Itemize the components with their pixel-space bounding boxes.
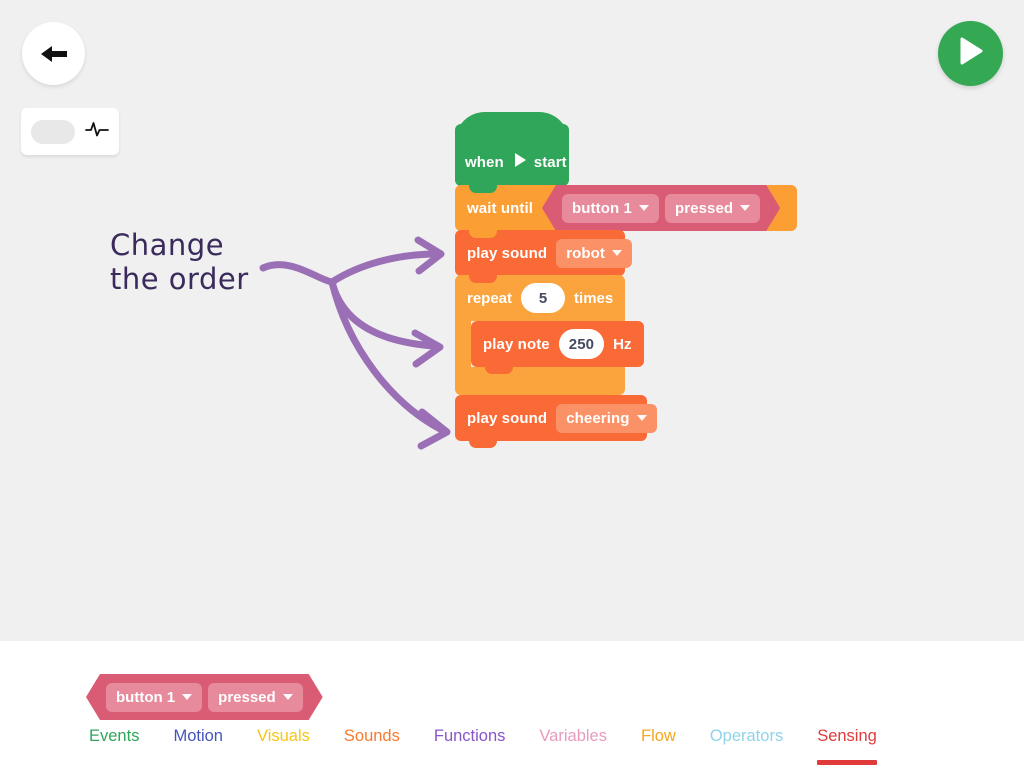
dropdown-value: pressed [218, 688, 276, 706]
block-notch [469, 180, 497, 193]
block-wait-until[interactable]: wait until button 1 pressed [455, 185, 797, 238]
tab-label: Functions [433, 727, 506, 745]
block-label: when [465, 153, 504, 171]
tab-sensing[interactable]: Sensing [800, 727, 894, 765]
tab-visuals[interactable]: Visuals [240, 727, 327, 746]
block-label: wait until [467, 199, 533, 217]
tab-variables[interactable]: Variables [522, 727, 624, 746]
block-when-start[interactable]: when start [455, 112, 569, 193]
block-label-after: times [574, 289, 614, 307]
block-label: repeat [467, 289, 513, 307]
boolean-reporter-button-pressed[interactable]: button 1 pressed [542, 185, 780, 231]
chevron-down-icon [740, 205, 750, 211]
block-repeat-arm: play note 250 Hz [455, 321, 644, 374]
pulse-icon [85, 119, 109, 144]
tab-underline [817, 760, 877, 765]
block-repeat[interactable]: repeat 5 times play note 250 Hz [455, 275, 644, 402]
sensor-toggle-switch[interactable] [31, 119, 75, 144]
palette-boolean-button-pressed[interactable]: button 1 pressed [86, 674, 323, 720]
tab-events[interactable]: Events [72, 727, 156, 746]
dropdown-value: robot [566, 244, 606, 262]
block-notch [469, 270, 497, 283]
dropdown-value: cheering [566, 409, 630, 427]
dropdown-sound[interactable]: cheering [556, 403, 657, 433]
dropdown-value: button 1 [116, 688, 176, 706]
tab-functions[interactable]: Functions [417, 727, 523, 746]
play-icon [958, 36, 984, 71]
dropdown-sound[interactable]: robot [556, 238, 633, 268]
tab-motion[interactable]: Motion [156, 727, 240, 746]
block-label-secondary: start [533, 153, 567, 171]
block-repeat-header[interactable]: repeat 5 times [455, 275, 625, 321]
block-notch [469, 435, 497, 448]
block-notch [469, 225, 497, 238]
chevron-down-icon [612, 250, 623, 256]
annotation-text: Change the order [110, 228, 340, 296]
block-repeat-footer [455, 367, 625, 402]
arrow-left-icon [39, 43, 69, 65]
chevron-down-icon [639, 205, 649, 211]
block-play-sound-robot[interactable]: play sound robot [455, 230, 633, 283]
play-triangle-icon [513, 152, 527, 172]
script-stack[interactable]: when start wait until button 1 [455, 112, 797, 448]
annotation-line-2: the order [110, 262, 249, 297]
dropdown-source[interactable]: button 1 [106, 683, 202, 712]
category-tabs: Events Motion Visuals Sounds Functions V… [0, 727, 1024, 765]
input-note-frequency[interactable]: 250 [558, 329, 605, 359]
block-play-sound-cheering[interactable]: play sound cheering [455, 395, 657, 448]
annotation-line-1: Change [110, 228, 225, 262]
run-button[interactable] [938, 21, 1003, 86]
tab-flow[interactable]: Flow [624, 727, 693, 746]
block-label: play sound [467, 244, 548, 262]
tab-label: Variables [539, 727, 607, 745]
tab-label: Flow [640, 727, 676, 745]
chevron-down-icon [182, 694, 192, 700]
chevron-down-icon [636, 415, 647, 421]
palette-block-list: button 1 pressed [86, 674, 323, 720]
block-label: play note [483, 335, 550, 353]
workspace-canvas[interactable]: Change the order when start wait until [0, 0, 1024, 641]
block-label-after: Hz [613, 335, 632, 353]
tab-sounds[interactable]: Sounds [327, 727, 417, 746]
tab-label: Events [89, 727, 140, 745]
tab-label: Operators [709, 727, 784, 745]
block-play-note[interactable]: play note 250 Hz [471, 321, 644, 374]
dropdown-state[interactable]: pressed [208, 683, 303, 712]
back-button[interactable] [22, 22, 85, 85]
c-block-left-bar [455, 321, 471, 367]
tab-operators[interactable]: Operators [693, 727, 800, 746]
input-repeat-count[interactable]: 5 [521, 283, 566, 313]
sensor-toggle-card[interactable] [21, 108, 119, 155]
dropdown-state[interactable]: pressed [665, 194, 760, 223]
block-palette: button 1 pressed Events Motion Visuals [0, 641, 1024, 768]
tab-label: Visuals [256, 727, 310, 745]
tab-label: Sensing [817, 727, 877, 745]
dropdown-value: button 1 [572, 199, 632, 217]
dropdown-source[interactable]: button 1 [562, 194, 659, 223]
dropdown-value: pressed [674, 199, 734, 217]
tab-label: Motion [173, 727, 223, 745]
c-block-inner-slot[interactable]: play note 250 Hz [471, 321, 644, 374]
block-label: play sound [467, 409, 548, 427]
chevron-down-icon [283, 694, 293, 700]
tab-label: Sounds [343, 727, 400, 745]
block-notch [485, 361, 513, 374]
